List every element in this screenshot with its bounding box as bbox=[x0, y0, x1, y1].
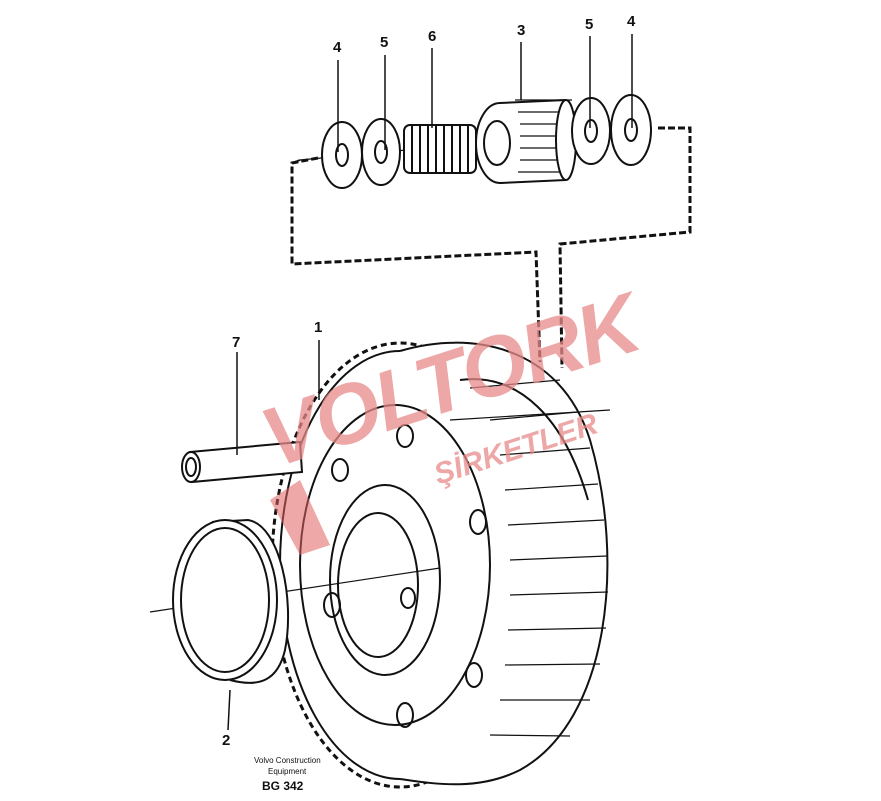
bushing-2 bbox=[172, 518, 290, 684]
callout-6: 6 bbox=[428, 28, 437, 45]
callout-5-left: 5 bbox=[380, 34, 389, 51]
callout-2: 2 bbox=[222, 732, 231, 749]
washer-5-left bbox=[361, 118, 401, 186]
callout-4-right: 4 bbox=[627, 13, 636, 30]
washer-4-left bbox=[321, 121, 363, 189]
ring-gear-1 bbox=[149, 341, 611, 789]
callout-4-left: 4 bbox=[333, 39, 342, 56]
callout-5-right: 5 bbox=[585, 16, 594, 33]
callout-1: 1 bbox=[314, 319, 323, 336]
leader-lines bbox=[227, 34, 633, 731]
pin-7 bbox=[181, 440, 304, 484]
needle-bearing-6 bbox=[403, 124, 477, 174]
callout-3: 3 bbox=[517, 22, 526, 39]
footer-company-2: Equipment bbox=[268, 767, 307, 776]
planet-gear-3 bbox=[475, 99, 577, 184]
footer-company: Volvo Construction bbox=[254, 756, 321, 765]
planet-assembly bbox=[299, 94, 652, 189]
assembly-bracket bbox=[290, 126, 692, 369]
footer-code: BG 342 bbox=[262, 779, 304, 793]
washer-4-right bbox=[610, 94, 652, 166]
callout-7: 7 bbox=[232, 334, 241, 351]
washer-5-right bbox=[571, 97, 611, 165]
watermark-logo bbox=[270, 480, 330, 555]
